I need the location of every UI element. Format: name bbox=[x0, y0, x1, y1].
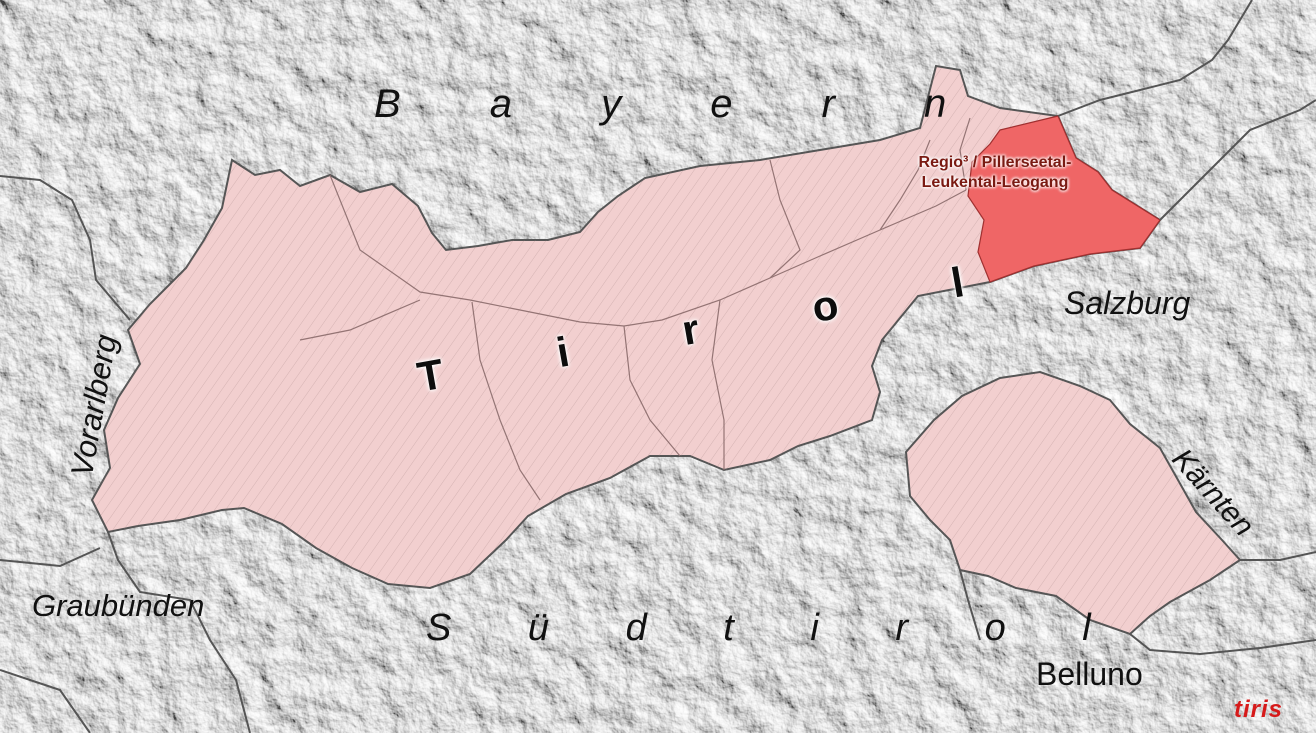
label-bayern: B a y e r n bbox=[374, 82, 986, 126]
label-graubuenden: Graubünden bbox=[32, 588, 205, 623]
label-suedtirol: S ü d t i r o l bbox=[426, 607, 1124, 649]
label-highlighted-region: Regio³ / Pillerseetal-Leukental-Leogang bbox=[918, 154, 1072, 191]
highlighted-region-shape bbox=[967, 115, 1161, 283]
district-boundaries bbox=[299, 117, 971, 501]
label-salzburg: Salzburg bbox=[1064, 285, 1191, 321]
label-belluno: Belluno bbox=[1036, 656, 1143, 692]
tiris-logo: tiris bbox=[1234, 696, 1284, 723]
